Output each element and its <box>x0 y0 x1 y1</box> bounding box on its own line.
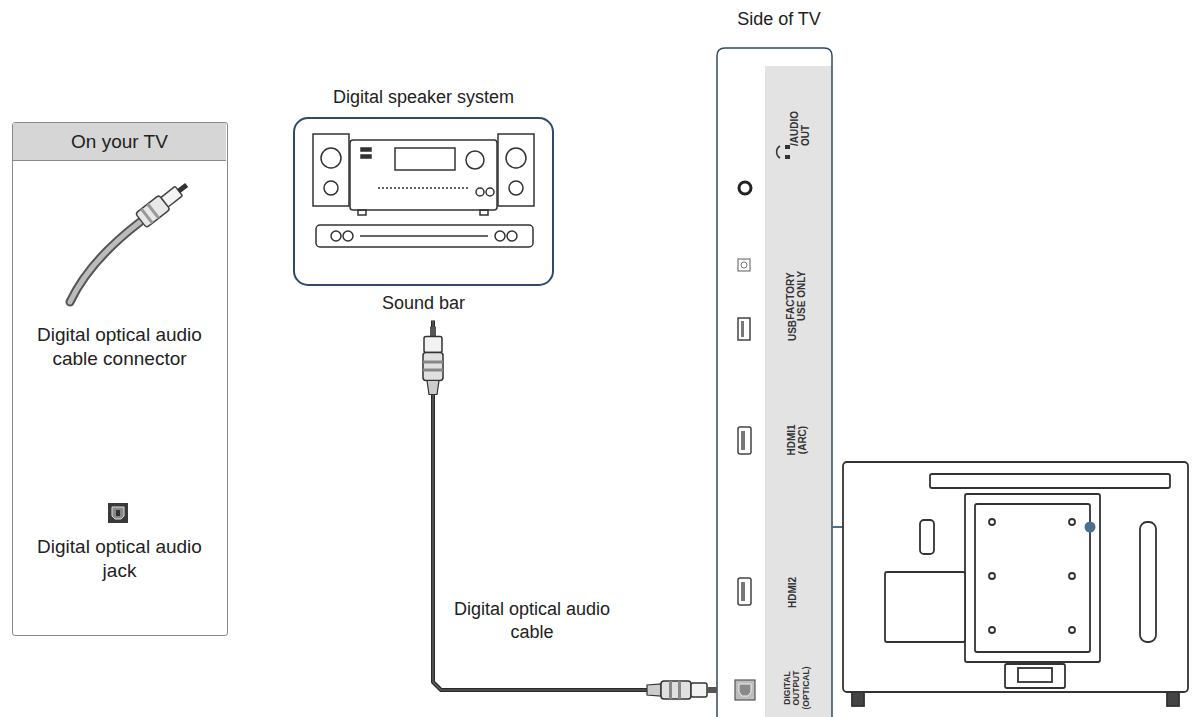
cable-label: Digital optical audio cable <box>452 598 612 643</box>
port-label: HDMI2 <box>787 567 798 617</box>
tv-side-panel: Side of TV <box>717 0 837 717</box>
panel-heading: On your TV <box>13 123 226 161</box>
optical-cable-illustration <box>70 178 192 302</box>
port-label: DIGITAL OUTPUT (OPTICAL) <box>783 664 811 712</box>
part-caption: Digital optical audio jack <box>21 535 218 583</box>
tv-back-illustration <box>843 462 1188 706</box>
part-caption: Digital optical audio cable connector <box>21 323 218 371</box>
port-label: /AUDIO OUT <box>789 90 811 146</box>
optical-cable <box>423 321 717 700</box>
device-heading: Digital speaker system <box>294 86 553 109</box>
panel-heading: Side of TV <box>717 8 841 31</box>
device-caption: Sound bar <box>294 292 553 315</box>
reference-panel: On your TV Digital optical audio cable co… <box>12 122 228 636</box>
optical-jack-icon <box>108 503 128 523</box>
port-label: HDMI1 (ARC) <box>786 417 808 463</box>
port-label: FACTORY USE ONLY <box>785 265 807 327</box>
port-label: USB <box>787 310 798 350</box>
speaker-system: Digital speaker systemSound bar <box>294 86 553 321</box>
tv-side-panel <box>717 48 832 717</box>
speaker-system-illustration <box>294 118 553 285</box>
